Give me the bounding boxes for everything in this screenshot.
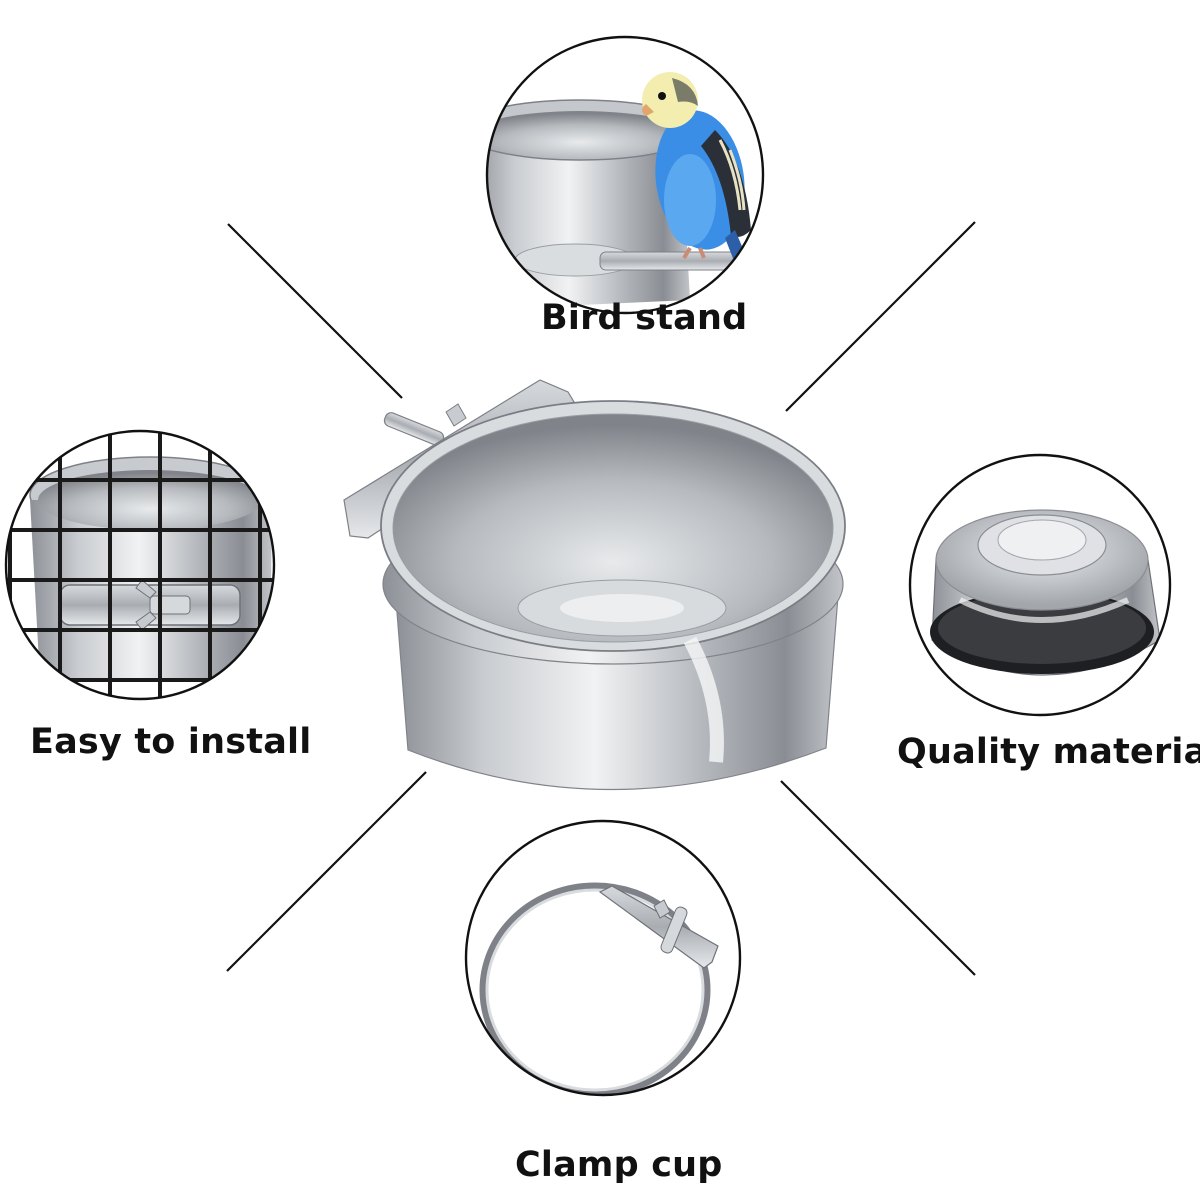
connector-line-top-left [227,223,403,399]
feature-label-clamp-cup: Clamp cup [515,1145,723,1185]
feature-label-quality-material: Quality material [897,732,1200,772]
feature-label-easy-to-install: Easy to install [30,722,312,762]
cage-mounted-bowl-icon [6,431,274,699]
feature-clamp-cup [464,819,742,1097]
feature-label-bird-stand: Bird stand [541,298,748,338]
connector-line-bottom-right [780,780,976,976]
parakeet-on-bowl-icon [487,37,763,313]
feature-quality-material [908,453,1172,717]
clamp-ring-icon [466,821,740,1095]
connector-line-top-right [785,221,976,412]
stainless-steel-bowl-icon [343,379,846,791]
feature-bird-stand [485,35,765,315]
feature-easy-to-install [4,429,276,701]
connector-line-bottom-left [226,771,427,972]
bowl-bottom-icon [910,455,1170,715]
